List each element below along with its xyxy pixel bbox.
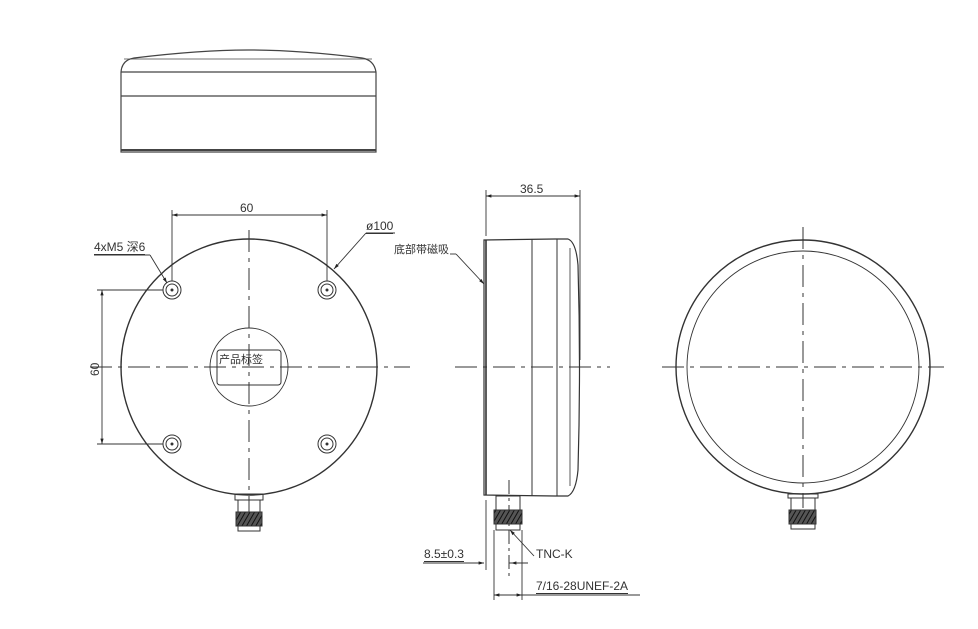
dim-36-5 — [485, 190, 581, 360]
side-view — [423, 190, 640, 600]
label-rect — [216, 349, 282, 386]
dim-hole-spacing-vertical: 60 — [88, 362, 102, 376]
dim-60-horizontal — [171, 210, 328, 281]
top-view-right — [662, 227, 944, 530]
leader-diameter — [333, 232, 395, 270]
leader-holes — [94, 254, 168, 284]
bottom-view — [90, 210, 410, 532]
dim-diameter: ø100 — [366, 219, 394, 234]
dim-60-vertical — [97, 289, 163, 445]
leader-magnetic — [450, 253, 485, 285]
label-circle — [209, 327, 289, 407]
dim-height: 36.5 — [520, 182, 544, 196]
dim-8-5 — [423, 500, 528, 570]
product-label-text: 产品标签 — [219, 353, 263, 366]
holes-annotation: 4xM5 深6 — [94, 240, 146, 255]
dim-thread — [493, 530, 640, 600]
connector-front — [787, 493, 819, 530]
connector-type-label: TNC-K — [536, 547, 573, 561]
outer-circle — [120, 238, 378, 496]
dim-connector-offset: 8.5±0.3 — [424, 547, 464, 562]
thread-spec-label: 7/16-28UNEF-2A — [536, 579, 629, 594]
inner-rim — [686, 250, 920, 484]
dim-hole-spacing-horizontal: 60 — [240, 201, 254, 215]
connector-bottom — [234, 493, 264, 532]
magnetic-base-note: 底部带磁吸 — [394, 243, 449, 256]
top-profile-view — [120, 49, 377, 153]
